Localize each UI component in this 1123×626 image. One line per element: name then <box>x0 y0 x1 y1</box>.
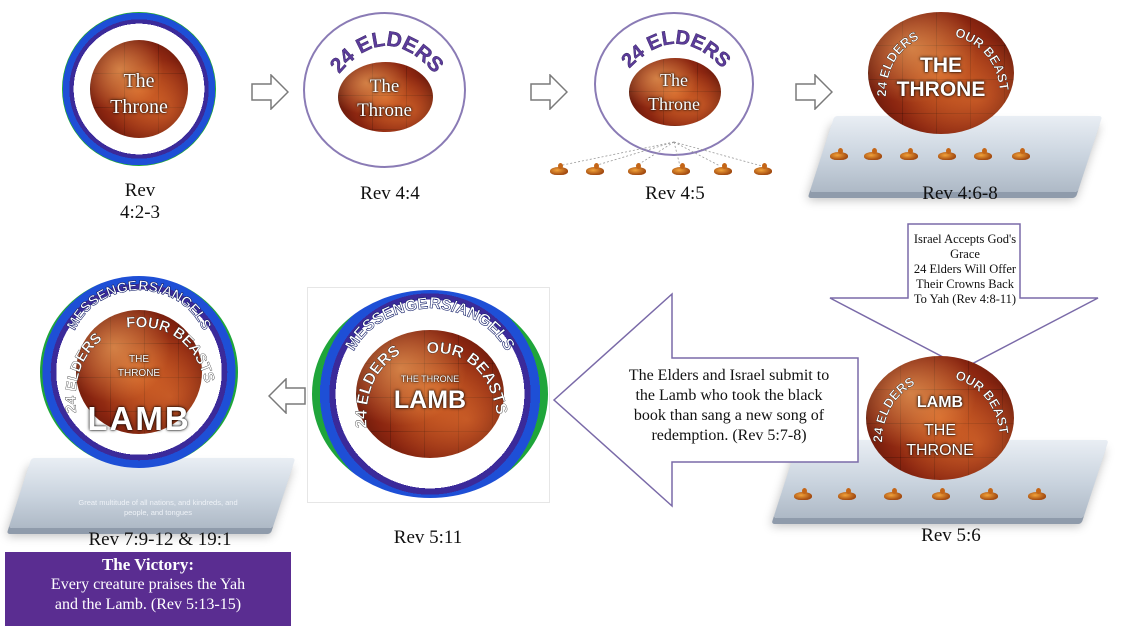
throne-label-1: The <box>123 70 155 92</box>
victory-title: The Victory: <box>101 555 195 574</box>
throne-disc <box>356 330 504 458</box>
throne-label-1: The <box>369 76 400 97</box>
left-arrow-icon <box>552 292 859 508</box>
throne-caps-1: THE <box>920 54 962 77</box>
elders-ellipse-1: 24 ELDERS The Throne <box>303 12 466 168</box>
israel-grace-text: Israel Accepts God's Grace 24 Elders Wil… <box>913 232 1017 306</box>
caption-rev-5-6: Rev 5:6 <box>921 525 981 546</box>
throne-label-1: The <box>660 70 688 90</box>
right-arrow-icon <box>530 74 568 110</box>
throne-label-2: Throne <box>110 96 168 118</box>
left-arrow-icon <box>268 378 306 414</box>
beast-icon <box>752 163 776 177</box>
throne-caps-1: THE <box>129 354 149 365</box>
elders-beasts-arc-text: 24 ELDERS FOUR BEASTS <box>868 12 1012 97</box>
elders-beasts-arc-text: 24 ELDERS FOUR BEASTS <box>866 356 1012 443</box>
connector-lines <box>557 141 763 167</box>
elders-ellipse-2: 24 ELDERS The Throne <box>594 12 754 156</box>
throne-oval-5: 24 ELDERS FOUR BEASTS LAMB THE THRONE <box>866 356 1014 480</box>
throne-disc <box>90 40 188 138</box>
caption-rev-5-11: Rev 5:11 <box>393 527 463 548</box>
beast-icon <box>898 148 922 162</box>
throne-disc <box>629 58 721 126</box>
great-multitude-text: Great multitude of all nations, and kind… <box>78 498 238 517</box>
down-arrow-icon <box>829 223 1099 369</box>
beast-icon <box>828 148 852 162</box>
beast-icon <box>1010 148 1034 162</box>
victory-line-1: Every creature praises the Yah <box>50 576 246 593</box>
beast-icon <box>862 148 886 162</box>
caption-rev-4-6-8: Rev 4:6-8 <box>922 183 998 204</box>
throne-caps-2: THRONE <box>906 442 974 459</box>
caption-rev-4-5: Rev 4:5 <box>645 183 705 204</box>
lamb-label: LAMB <box>393 386 467 414</box>
throne-label-2: Throne <box>357 100 412 121</box>
beast-icon <box>670 163 694 177</box>
victory-box: The Victory: Every creature praises the … <box>5 552 291 626</box>
messengers-arc-text: MESSENGERS/ANGELS 24 ELDERS FOUR BEASTS <box>62 277 218 414</box>
caption-rev-4-4: Rev 4:4 <box>360 183 420 204</box>
beast-icon <box>978 488 1002 502</box>
throne-oval-4: 24 ELDERS FOUR BEASTS THE THRONE <box>868 12 1014 134</box>
beast-icon <box>972 148 996 162</box>
beast-icon <box>836 488 860 502</box>
rainbow-lamb-throne-7: MESSENGERS/ANGELS 24 ELDERS FOUR BEASTS … <box>40 276 238 468</box>
beast-icon <box>930 488 954 502</box>
throne-small-label: THE THRONE <box>400 374 460 384</box>
elders-arc-text: 24 ELDERS <box>326 27 448 77</box>
caption-rev-7-9-12: Rev 7:9-12 & 19:1 <box>88 529 232 550</box>
lamb-label: LAMB <box>87 400 191 437</box>
caption-rev-4-2-3: Rev 4:2-3 <box>119 180 161 223</box>
beast-icon <box>882 488 906 502</box>
beast-icon <box>548 163 572 177</box>
messengers-arc-text: MESSENGERS/ANGELS 24 ELDERS FOUR BEASTS <box>312 290 518 429</box>
throne-caps-2: THRONE <box>117 368 161 379</box>
beast-icon <box>712 163 736 177</box>
throne-label-2: Throne <box>648 94 700 114</box>
throne-caps-2: THRONE <box>896 78 986 101</box>
beast-icon <box>626 163 650 177</box>
beast-icon <box>584 163 608 177</box>
lamb-label: LAMB <box>916 394 964 411</box>
throne-disc <box>76 310 202 434</box>
rainbow-throne-1: The Throne <box>62 12 216 166</box>
victory-line-2: and the Lamb. (Rev 5:13-15) <box>54 596 242 613</box>
right-arrow-icon <box>251 74 289 110</box>
throne-disc <box>338 62 433 132</box>
beast-icon <box>936 148 960 162</box>
beast-icon <box>1026 488 1050 502</box>
image-frame <box>307 287 550 503</box>
rainbow-lamb-throne-6: MESSENGERS/ANGELS 24 ELDERS FOUR BEASTS … <box>312 290 548 498</box>
right-arrow-icon <box>795 74 833 110</box>
throne-caps-1: THE <box>924 422 956 439</box>
elders-israel-submit-text: The Elders and Israel submit to the Lamb… <box>628 367 830 444</box>
beast-icon <box>792 488 816 502</box>
